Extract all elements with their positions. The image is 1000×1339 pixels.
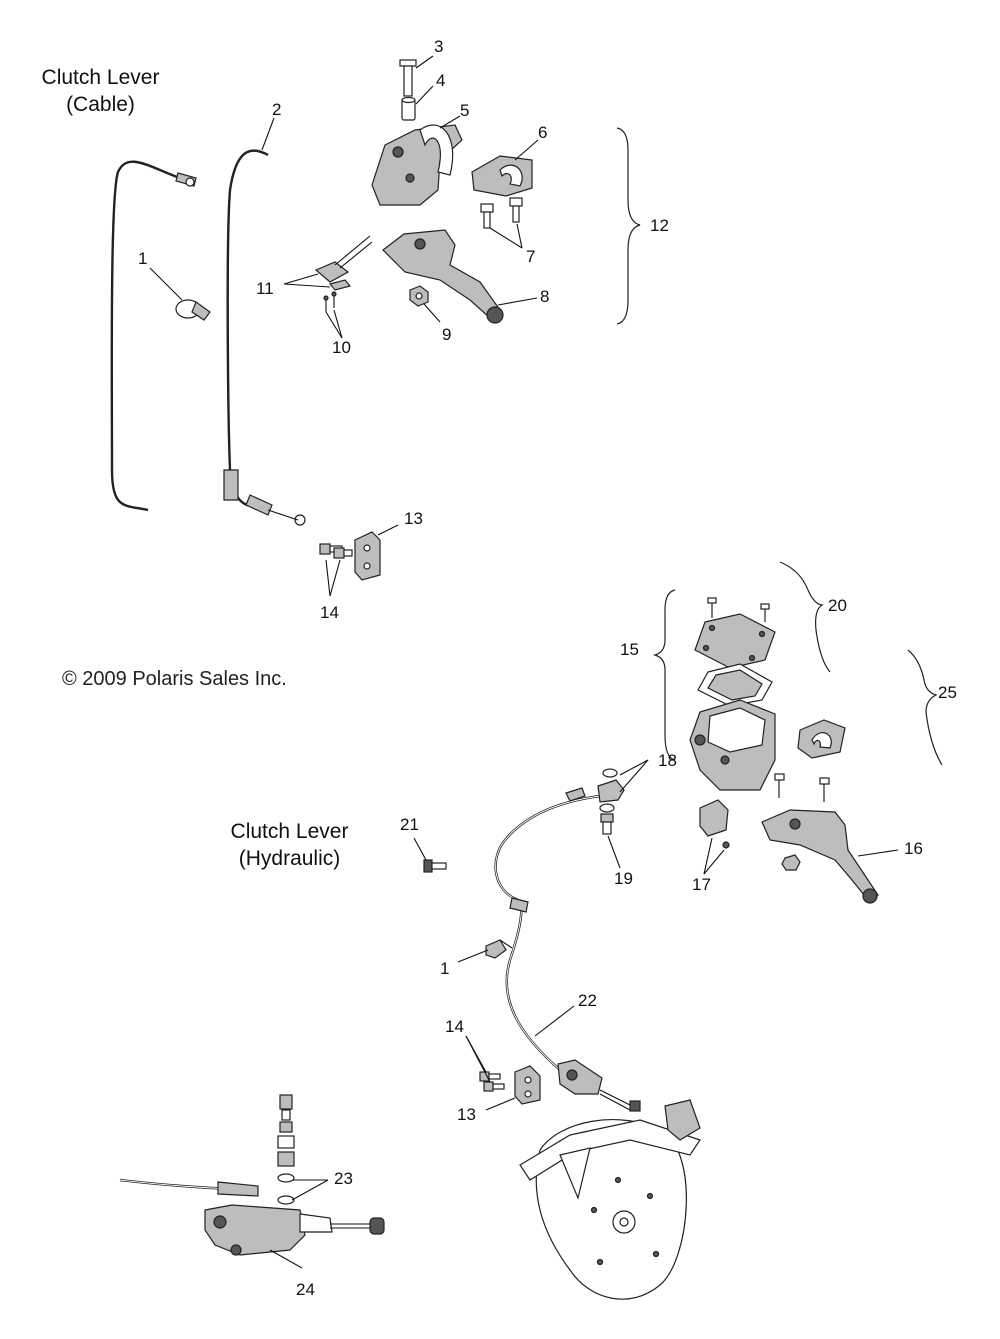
lever-bracket xyxy=(371,124,463,206)
bolt-part-3 xyxy=(399,59,417,97)
callout-12: 12 xyxy=(650,216,669,235)
callout-24: 24 xyxy=(296,1280,315,1299)
callout-21: 21 xyxy=(400,815,419,834)
diaphragm xyxy=(697,663,773,707)
bracket-part-13-upper xyxy=(354,531,381,581)
screws-part-25 xyxy=(774,773,830,802)
banjo-bolt-part-19 xyxy=(600,813,614,835)
title-hydraulic-line1: Clutch Lever xyxy=(230,820,349,843)
clamp-part-25 xyxy=(797,719,846,759)
callout-3: 3 xyxy=(434,37,443,56)
bolts-part-14-lower xyxy=(479,1071,505,1092)
cable-clip-lower xyxy=(485,939,513,959)
brace-20 xyxy=(779,561,831,673)
callout-1-lower: 1 xyxy=(440,959,449,978)
callout-22: 22 xyxy=(578,991,597,1010)
callout-numbers: 1 2 3 4 5 6 7 8 9 10 11 12 13 14 15 16 1… xyxy=(138,37,957,1299)
copyright-notice: © 2009 Polaris Sales Inc. xyxy=(62,668,287,690)
cover-screws xyxy=(707,597,770,622)
callout-18: 18 xyxy=(658,751,677,770)
callout-14-upper: 14 xyxy=(320,603,339,622)
callout-25: 25 xyxy=(938,683,957,702)
callout-6: 6 xyxy=(538,123,547,142)
slave-cylinder-upper xyxy=(557,1059,641,1112)
title-hydraulic-line2: (Hydraulic) xyxy=(238,847,341,871)
leader-lines xyxy=(149,55,899,1269)
callout-7: 7 xyxy=(526,247,535,266)
brace-15 xyxy=(652,589,676,761)
clutch-lever-part-16 xyxy=(761,809,879,904)
callout-10: 10 xyxy=(332,338,351,357)
title-cable-line1: Clutch Lever xyxy=(41,66,160,89)
callout-5: 5 xyxy=(460,101,469,120)
callout-15: 15 xyxy=(620,640,639,659)
clamp-part-6 xyxy=(471,155,533,197)
callout-14-lower: 14 xyxy=(445,1017,464,1036)
callout-20: 20 xyxy=(828,596,847,615)
banjo-fittings-part-18 xyxy=(597,768,625,813)
nut-lever-16 xyxy=(781,854,801,871)
reservoir-cover xyxy=(694,613,776,669)
callout-8: 8 xyxy=(540,287,549,306)
clutch-lever-part-8 xyxy=(382,229,504,324)
callout-11: 11 xyxy=(256,279,274,298)
brace-25 xyxy=(907,649,943,766)
callout-1-upper: 1 xyxy=(138,249,147,268)
callout-23: 23 xyxy=(334,1169,353,1188)
callout-17: 17 xyxy=(692,875,711,894)
callout-19: 19 xyxy=(614,869,633,888)
title-cable-line2: (Cable) xyxy=(66,93,135,117)
cable-assembly xyxy=(110,59,641,581)
screws-part-7 xyxy=(480,197,523,229)
callout-9: 9 xyxy=(442,325,451,344)
title-cable: Clutch Lever (Cable) xyxy=(28,64,173,119)
hydraulic-hose xyxy=(494,787,601,1071)
callout-2: 2 xyxy=(272,100,281,119)
bolts-part-14-upper xyxy=(319,543,353,559)
callout-13-upper: 13 xyxy=(404,509,423,528)
bracket-part-13-lower xyxy=(514,1065,541,1105)
engine-cover xyxy=(519,1099,701,1300)
title-hydraulic: Clutch Lever (Hydraulic) xyxy=(212,818,367,873)
callout-16: 16 xyxy=(904,839,923,858)
bushing-part-4 xyxy=(401,96,416,121)
slave-cylinder-lower xyxy=(119,1094,385,1256)
master-cylinder-body xyxy=(689,699,776,791)
screws-part-10 xyxy=(323,291,337,312)
clutch-cable xyxy=(110,149,306,526)
switch-part-17 xyxy=(699,799,730,849)
bolt-part-21 xyxy=(423,859,447,873)
brace-12 xyxy=(616,127,641,325)
nut-part-9 xyxy=(409,285,429,307)
callout-4: 4 xyxy=(436,71,445,90)
cable-clip xyxy=(175,299,211,321)
hydraulic-assembly xyxy=(119,561,943,1300)
switch-part-11 xyxy=(314,235,373,291)
callout-13-lower: 13 xyxy=(457,1105,476,1124)
